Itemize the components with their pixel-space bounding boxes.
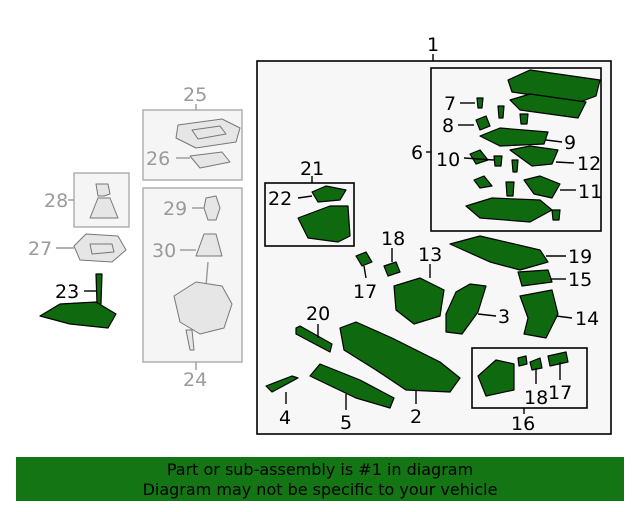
callout-17a: 17: [353, 281, 377, 303]
callout-6: 6: [411, 142, 423, 164]
part-16-fasteners: [517, 351, 569, 371]
callout-13: 13: [418, 244, 442, 266]
callout-15: 15: [568, 269, 592, 291]
part-18-clip: [383, 261, 401, 277]
callout-4: 4: [279, 407, 291, 429]
part-16-trim: [477, 359, 515, 397]
leader-17a: [363, 265, 367, 279]
callout-30: 30: [152, 240, 176, 262]
part-armrest-lid: [507, 69, 601, 119]
callout-18a: 18: [381, 228, 405, 250]
part-21-bracket: [297, 205, 351, 243]
footer-line-1: Part or sub-assembly is #1 in diagram: [166, 460, 474, 479]
part-11-bracket: [473, 175, 561, 199]
part-4-bracket: [265, 375, 299, 393]
part-25-trim-plate: [175, 118, 241, 149]
callout-24: 24: [183, 369, 207, 391]
callout-5: 5: [340, 412, 352, 434]
callout-22: 22: [268, 188, 292, 210]
leader-9: [545, 139, 563, 143]
leader-10: [463, 157, 495, 161]
part-17-clip: [355, 251, 373, 267]
part-12-tray: [509, 145, 559, 167]
callout-11: 11: [578, 181, 602, 203]
part-13-bin: [393, 277, 445, 325]
callout-21: 21: [300, 158, 324, 180]
callout-16: 16: [511, 413, 535, 435]
part-19-trim: [449, 235, 549, 271]
part-5-panel: [309, 363, 395, 409]
part-8-clip: [475, 113, 529, 131]
callout-9: 9: [564, 132, 576, 154]
leader-14: [555, 315, 573, 319]
part-7-screw: [476, 97, 505, 119]
callout-14: 14: [575, 308, 599, 330]
callout-2: 2: [410, 406, 422, 428]
callout-7: 7: [444, 93, 456, 115]
part-29-knob: [203, 195, 221, 221]
part-6-base: [465, 197, 561, 223]
part-23-shift-cable: [39, 273, 117, 329]
part-20-strip: [295, 325, 333, 353]
callout-3: 3: [498, 306, 510, 328]
footer-line-2: Diagram may not be specific to your vehi…: [142, 480, 498, 499]
callout-19: 19: [568, 246, 592, 268]
part-3-bracket: [445, 283, 487, 335]
callout-29: 29: [163, 198, 187, 220]
callout-26: 26: [146, 148, 170, 170]
part-26-insert: [189, 151, 231, 169]
part-14-panel: [519, 289, 559, 339]
part-15-insert: [517, 269, 553, 287]
part-28-shift-boot: [89, 183, 119, 219]
callout-28: 28: [44, 190, 68, 212]
leader-3: [477, 313, 497, 317]
part-27-bezel: [73, 233, 127, 263]
callout-18b: 18: [524, 387, 548, 409]
callout-20: 20: [306, 303, 330, 325]
part-30-boot: [195, 233, 223, 257]
callout-8: 8: [442, 115, 454, 137]
leader-22: [297, 195, 313, 199]
callout-25: 25: [183, 84, 207, 106]
callout-27: 27: [28, 238, 52, 260]
callout-10: 10: [436, 149, 460, 171]
part-24-shifter: [173, 261, 233, 351]
callout-23: 23: [55, 281, 79, 303]
callout-12: 12: [577, 153, 601, 175]
leader-12: [555, 161, 575, 164]
part-2-console: [339, 321, 461, 393]
part-9-hinge: [479, 127, 549, 147]
callout-17b: 17: [548, 382, 572, 404]
callout-1: 1: [427, 34, 439, 56]
footer-banner: Part or sub-assembly is #1 in diagram Di…: [16, 457, 624, 501]
part-22-cupholder: [311, 185, 347, 203]
